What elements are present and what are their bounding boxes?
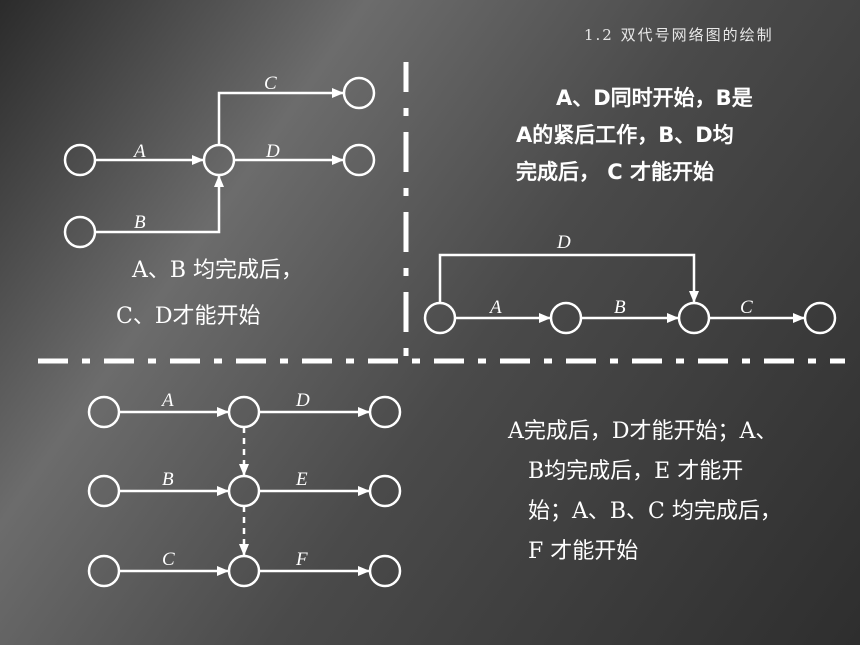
slide-title: 1.2 双代号网络图的绘制 — [584, 26, 774, 44]
q1-arrow-b — [95, 175, 224, 234]
q4-caption-line1: A完成后，D才能开始；A、 — [508, 419, 778, 444]
q1-caption: A、B 均完成后， C、D才能开始 — [116, 252, 304, 344]
q1-node-end-d — [342, 143, 376, 177]
q3-label-a: A — [160, 390, 174, 411]
q3-node-end-f — [368, 554, 402, 588]
q2-label-a: A — [488, 297, 502, 318]
q3-label-e: E — [295, 469, 308, 490]
q1-label-b: B — [134, 212, 146, 233]
q2-node-4 — [803, 301, 837, 335]
q3-label-f: F — [295, 549, 308, 570]
q3-node-mid-2 — [227, 474, 261, 508]
q2-label-b: B — [614, 297, 626, 318]
q2-caption-line2: A的紧后工作，B、D均 — [516, 123, 734, 147]
q1-label-c: C — [264, 73, 277, 94]
q2-caption: A、D同时开始，B是 A的紧后工作，B、D均 完成后， C 才能开始 — [516, 80, 753, 191]
q1-caption-line2: C、D才能开始 — [116, 304, 261, 329]
network-q1 — [63, 76, 376, 249]
q3-label-d: D — [295, 390, 310, 411]
q2-label-c: C — [740, 297, 753, 318]
q3-node-mid-3 — [227, 554, 261, 588]
q1-arrow-c — [217, 88, 344, 145]
q2-node-1 — [423, 301, 457, 335]
q4-caption: A完成后，D才能开始；A、 B均完成后，E 才能开 始；A、B、C 均完成后， … — [508, 412, 782, 572]
q1-node-end-c — [342, 76, 376, 110]
q1-node-start-a — [63, 143, 97, 177]
q2-caption-line3: 完成后， C 才能开始 — [516, 160, 715, 184]
q3-node-end-d — [368, 395, 402, 429]
q2-arrow-d — [438, 253, 699, 303]
q3-node-start-b — [87, 474, 121, 508]
network-q2 — [423, 253, 837, 335]
q3-label-b: B — [162, 469, 174, 490]
network-q3 — [87, 395, 402, 588]
q1-node-start-b — [63, 215, 97, 249]
q2-caption-line1: A、D同时开始，B是 — [556, 86, 753, 110]
q4-caption-line2: B均完成后，E 才能开 — [528, 459, 744, 484]
q3-node-mid-1 — [227, 395, 261, 429]
q4-caption-line4: F 才能开始 — [528, 539, 639, 564]
q3-label-c: C — [162, 549, 175, 570]
q2-node-3 — [677, 301, 711, 335]
q4-caption-line3: 始；A、B、C 均完成后， — [528, 499, 782, 524]
q2-node-2 — [549, 301, 583, 335]
q1-node-merge — [202, 143, 236, 177]
q2-label-d: D — [556, 232, 571, 253]
q1-label-a: A — [132, 141, 146, 162]
q3-node-end-e — [368, 474, 402, 508]
q3-node-start-a — [87, 395, 121, 429]
q1-caption-line1: A、B 均完成后， — [132, 258, 304, 283]
q1-label-d: D — [265, 141, 280, 162]
q3-node-start-c — [87, 554, 121, 588]
